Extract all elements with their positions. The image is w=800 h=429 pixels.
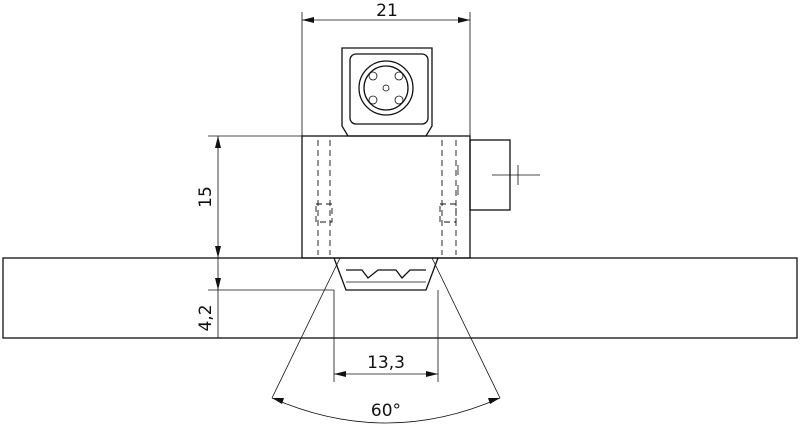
offset-label: 4,2 bbox=[196, 304, 216, 331]
angle-label: 60° bbox=[371, 401, 401, 421]
dimension-detection-width: 13,3 bbox=[333, 290, 439, 382]
top-connector bbox=[341, 47, 433, 137]
width-label: 21 bbox=[376, 1, 398, 21]
sensor-housing bbox=[301, 135, 471, 259]
dimension-angle: 60° bbox=[271, 257, 501, 424]
detection-width-label: 13,3 bbox=[367, 353, 405, 373]
mounting-plate bbox=[2, 257, 798, 339]
dimension-offset: 4,2 bbox=[196, 258, 334, 338]
sensing-face bbox=[333, 257, 439, 291]
side-connector bbox=[469, 139, 540, 211]
height-label: 15 bbox=[196, 186, 216, 208]
dimension-width: 21 bbox=[301, 1, 471, 136]
dimension-height: 15 bbox=[196, 135, 302, 259]
